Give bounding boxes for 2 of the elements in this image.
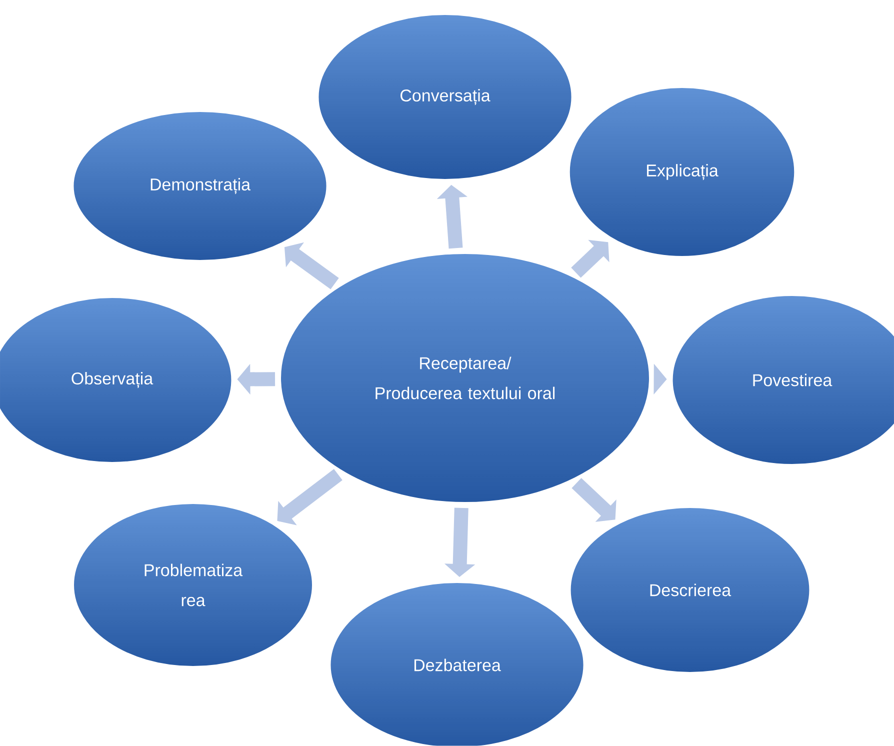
block-arrow [571,240,610,278]
block-arrow [277,468,342,526]
